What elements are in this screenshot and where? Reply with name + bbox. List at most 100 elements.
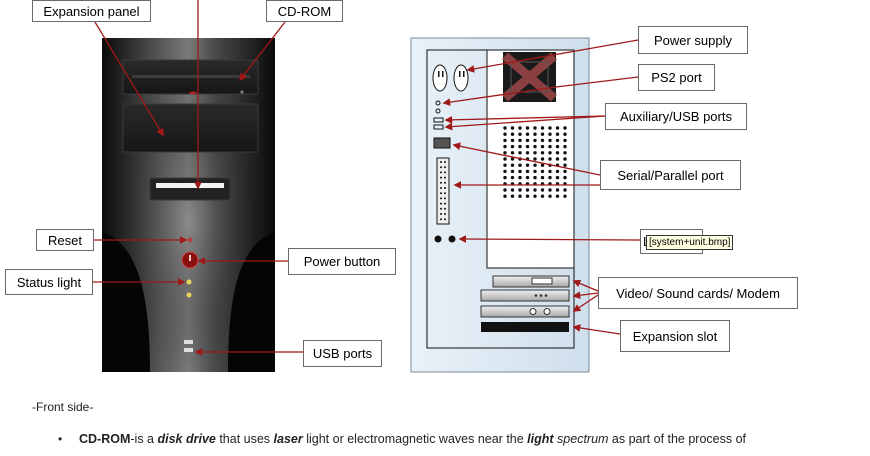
vent-hole	[525, 132, 530, 136]
label-video-sound-modem: Video/ Sound cards/ Modem	[598, 277, 798, 309]
parallel-pin	[444, 181, 446, 184]
vent-hole	[525, 138, 530, 143]
vent-hole	[503, 144, 507, 149]
vent-hole	[540, 132, 545, 136]
vent-hole	[540, 194, 545, 198]
desc-part5: as part of the process of	[608, 432, 747, 446]
vent-hole	[540, 169, 545, 174]
vent-hole	[518, 163, 522, 167]
parallel-pin	[444, 213, 446, 215]
vent-hole	[533, 163, 537, 167]
parallel-pin	[444, 197, 446, 200]
label-cd-rom: CD-ROM	[266, 0, 343, 22]
label-status-light: Status light	[5, 269, 93, 295]
vent-hole	[555, 188, 560, 192]
vent-hole	[503, 163, 507, 167]
parallel-pin	[440, 207, 442, 210]
label-reset: Reset	[36, 229, 94, 251]
parallel-pin	[440, 202, 442, 205]
vent-hole	[548, 132, 552, 136]
vent-hole	[518, 126, 522, 130]
vent-hole	[525, 163, 530, 167]
vent-hole	[548, 138, 552, 143]
vent-hole	[548, 188, 552, 192]
label-expansion-panel: Expansion panel	[32, 0, 151, 22]
vent-hole	[510, 144, 515, 149]
vent-hole	[503, 126, 507, 130]
vent-hole	[503, 132, 507, 136]
vent-hole	[525, 175, 530, 180]
term-cdrom: CD-ROM	[79, 432, 131, 446]
vent-hole	[548, 151, 552, 155]
vent-hole	[503, 157, 507, 161]
parallel-pin	[440, 161, 442, 163]
vent-hole	[518, 151, 522, 155]
vent-hole	[548, 194, 552, 198]
vent-hole	[563, 194, 567, 198]
parallel-pin	[440, 197, 442, 200]
vent-hole	[510, 151, 515, 155]
vent-hole	[510, 157, 515, 161]
vent-hole	[533, 132, 537, 136]
vent-hole	[548, 144, 552, 149]
parallel-pin	[440, 218, 442, 221]
parallel-pin	[444, 218, 446, 221]
vent-hole	[503, 175, 507, 180]
vent-hole	[533, 144, 537, 149]
vent-hole	[555, 132, 560, 136]
bullet: •	[58, 432, 63, 446]
vent-hole	[540, 157, 545, 161]
vent-hole	[533, 188, 537, 192]
vent-hole	[548, 157, 552, 161]
vent-hole	[518, 144, 522, 149]
vent-hole	[510, 169, 515, 174]
parallel-pin	[440, 192, 442, 195]
parallel-pin	[444, 161, 446, 163]
vent-hole	[510, 138, 515, 143]
vent-hole	[533, 151, 537, 155]
vent-hole	[563, 163, 567, 167]
vent-hole	[555, 138, 560, 143]
vent-hole	[540, 126, 545, 130]
vent-hole	[563, 188, 567, 192]
vent-hole	[555, 169, 560, 174]
vent-hole	[510, 175, 515, 180]
vent-hole	[533, 169, 537, 174]
cdrom-description: CD-ROM-is a disk drive that uses laser l…	[79, 432, 746, 446]
vent-hole	[555, 157, 560, 161]
label-expansion-slot: Expansion slot	[620, 320, 730, 352]
vent-hole	[563, 138, 567, 143]
vent-hole	[533, 138, 537, 143]
vent-hole	[540, 151, 545, 155]
vent-hole	[548, 126, 552, 130]
parallel-pin	[444, 166, 446, 169]
vent-hole	[525, 151, 530, 155]
vent-hole	[563, 144, 567, 149]
parallel-pin	[444, 202, 446, 205]
vent-hole	[518, 188, 522, 192]
vent-hole	[503, 169, 507, 174]
vent-hole	[510, 188, 515, 192]
label-power-button: Power button	[288, 248, 396, 275]
vent-hole	[518, 169, 522, 174]
parallel-pin	[444, 171, 446, 174]
vent-hole	[548, 175, 552, 180]
label-power-supply: Power supply	[638, 26, 748, 54]
vent-hole	[503, 138, 507, 143]
parallel-pin	[440, 181, 442, 184]
vent-hole	[510, 194, 515, 198]
vent-hole	[555, 175, 560, 180]
vent-hole	[503, 151, 507, 155]
desc-part2: that uses	[215, 432, 274, 446]
vent-hole	[540, 144, 545, 149]
vent-hole	[525, 144, 530, 149]
vent-hole	[525, 188, 530, 192]
parallel-pin	[444, 207, 446, 210]
parallel-pin	[440, 187, 442, 189]
vent-hole	[533, 194, 537, 198]
vent-hole	[540, 175, 545, 180]
parallel-pin	[440, 176, 442, 179]
vent-hole	[510, 163, 515, 167]
parallel-pin	[444, 192, 446, 195]
term-spectrum: spectrum	[557, 432, 609, 446]
